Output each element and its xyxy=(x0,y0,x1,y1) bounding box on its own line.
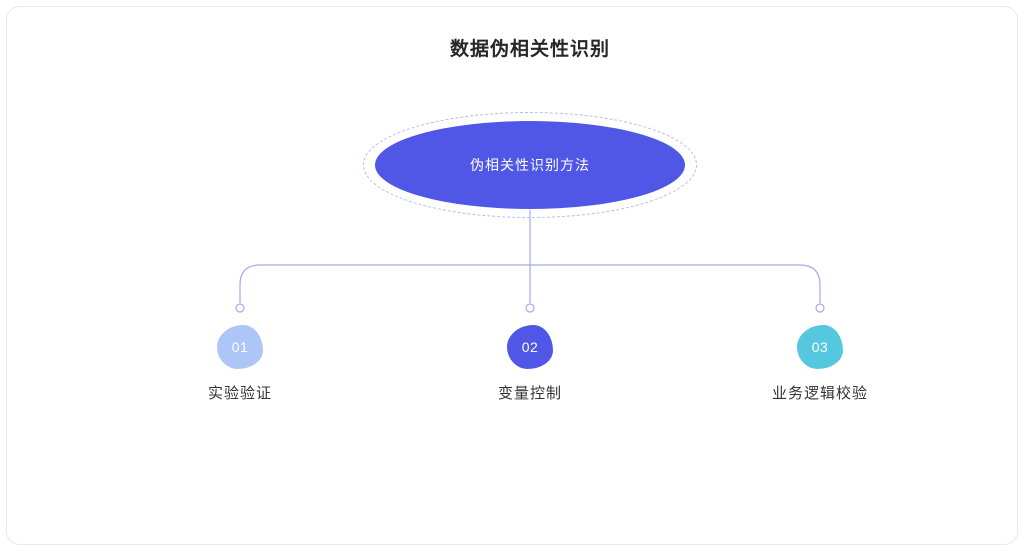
terminal-dot-2 xyxy=(525,303,535,313)
connector-paths xyxy=(235,210,825,313)
node-number-2: 02 xyxy=(521,339,539,355)
node-badge-3: 03 xyxy=(797,325,843,369)
root-node: 伪相关性识别方法 xyxy=(375,121,685,209)
node-label-1: 实验验证 xyxy=(207,385,273,402)
branch-left xyxy=(239,264,530,303)
node-number-1: 01 xyxy=(231,339,249,355)
node-badge-1: 01 xyxy=(217,325,263,369)
branch-right xyxy=(530,264,821,303)
node-label-3: 业务逻辑校验 xyxy=(771,385,869,402)
root-node-label: 伪相关性识别方法 xyxy=(470,157,590,173)
terminal-dot-1 xyxy=(235,303,245,313)
diagram-title: 数据伪相关性识别 xyxy=(449,39,611,60)
terminal-dot-3 xyxy=(815,303,825,313)
node-number-3: 03 xyxy=(811,339,829,355)
root-dashed-outline xyxy=(363,112,697,218)
node-label-2: 变量控制 xyxy=(497,385,563,402)
node-badge-2: 02 xyxy=(507,325,553,369)
